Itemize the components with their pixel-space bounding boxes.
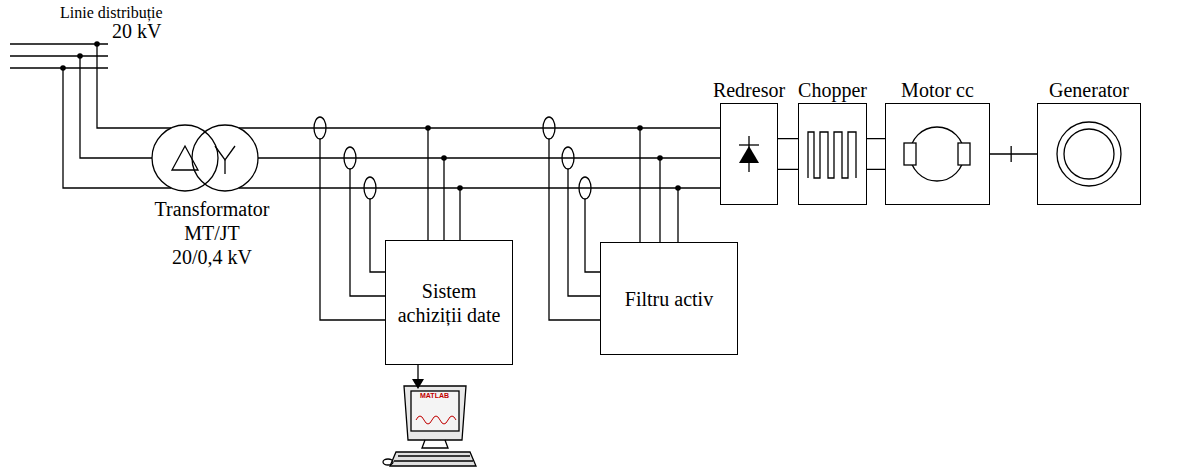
box-heading: Redresor — [713, 79, 785, 101]
diagram-label: 20 kV — [112, 20, 161, 43]
generator-box: Generator — [1037, 103, 1141, 205]
box-heading: Motor cc — [901, 79, 974, 101]
power-connector — [990, 146, 1037, 162]
box-heading: Generator — [1049, 79, 1129, 101]
rectifier-box: Redresor — [720, 103, 778, 205]
filter-box: Filtru activ — [600, 242, 738, 355]
box-text: Filtru activ — [625, 287, 713, 311]
diagram-label: Linie distribuție — [60, 4, 163, 22]
diagram-label: Transformator — [155, 198, 270, 221]
diagram-label: MT/JT — [184, 222, 240, 245]
acquisition-box: Sistem achiziții date — [385, 240, 513, 365]
screen-text: MATLAB — [420, 392, 449, 400]
box-text: Sistem achiziții date — [397, 279, 501, 327]
diagram-label: 20/0,4 kV — [172, 246, 252, 269]
motor-box: Motor cc — [885, 103, 990, 205]
power-connector — [867, 139, 885, 170]
box-heading: Chopper — [798, 79, 867, 101]
power-connector — [778, 139, 798, 170]
chopper-box: Chopper — [798, 103, 867, 205]
